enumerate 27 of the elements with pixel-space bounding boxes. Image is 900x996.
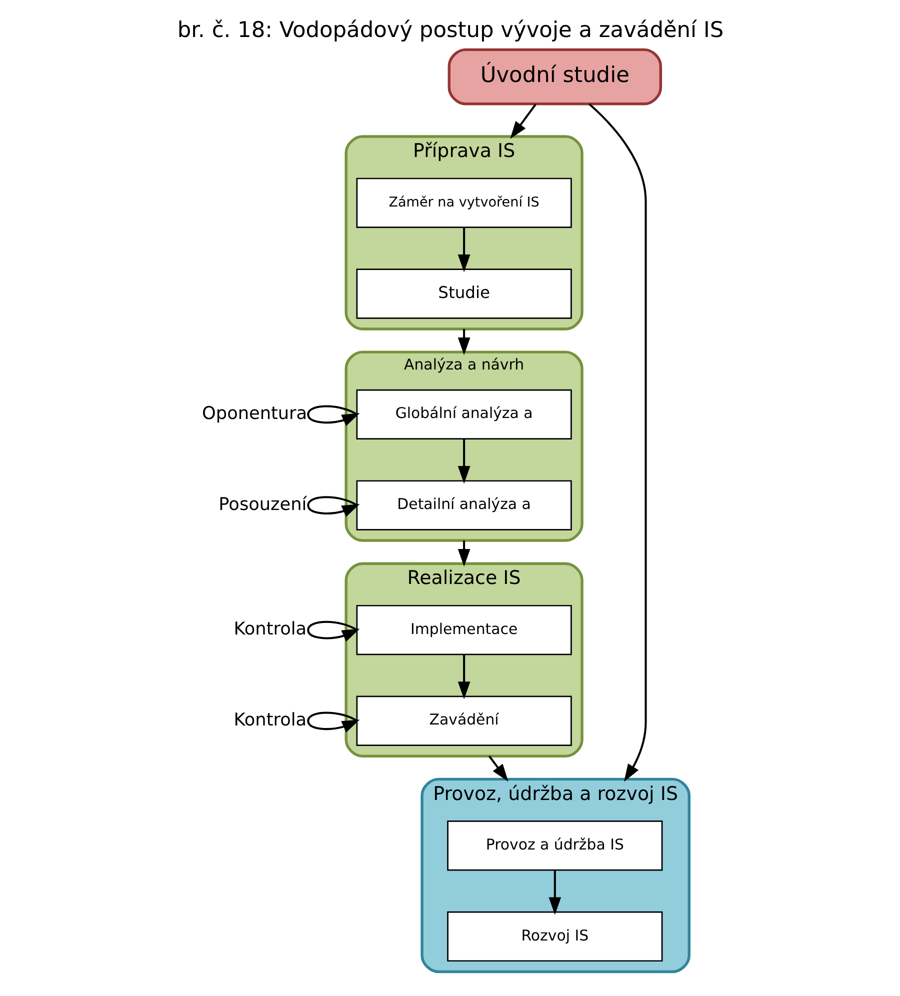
arrow (457, 654, 470, 699)
node-box: Detailní analýza a (356, 480, 572, 530)
edge-label: Oponentura (202, 404, 307, 424)
node-box: Záměr na vytvoření IS (356, 177, 572, 228)
arrow (457, 226, 470, 272)
arrow (457, 540, 470, 566)
arrow (306, 620, 360, 642)
arrow (457, 328, 470, 355)
edge-label: Posouzení (218, 494, 306, 514)
node-box: Studie (356, 268, 572, 318)
node-box: Globální analýza a (356, 388, 572, 440)
node-box: Provoz a údržba IS (446, 820, 662, 870)
node-box: Implementace (356, 604, 572, 655)
node-box: Zavádění (356, 695, 572, 746)
arrow (306, 496, 360, 516)
arrow (488, 755, 508, 782)
node-box: Úvodní studie (447, 48, 662, 105)
arrow (548, 870, 561, 914)
arrow (457, 438, 470, 484)
arrow (306, 404, 360, 426)
arrow (588, 102, 646, 782)
node-box: Rozvoj IS (446, 910, 662, 962)
arrow (510, 103, 536, 138)
edge-label: Kontrola (233, 619, 306, 640)
arrow (306, 711, 360, 732)
diagram-title: br. č. 18: Vodopádový postup vývoje a zavádění IS (176, 18, 724, 43)
edge-label: Kontrola (233, 710, 306, 730)
